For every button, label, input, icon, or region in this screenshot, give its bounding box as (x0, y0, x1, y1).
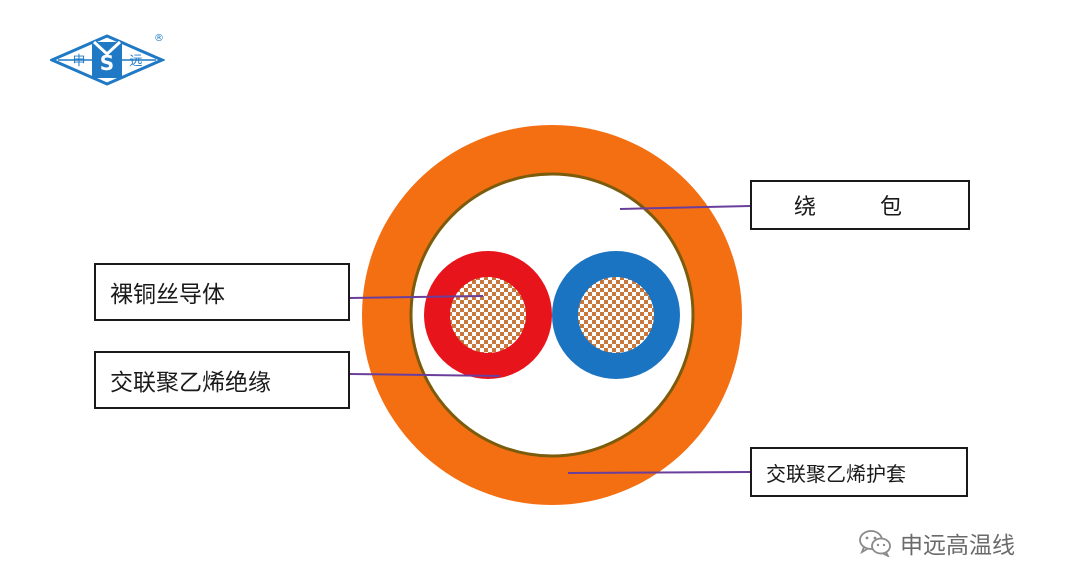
watermark: 申远高温线 (858, 526, 1015, 560)
label-wrap: 绕 包 (750, 180, 970, 230)
label-insulation: 交联聚乙烯绝缘 (94, 351, 350, 409)
leader-line-conductor (349, 295, 484, 299)
leader-line-sheath (567, 471, 751, 474)
leader-line-insulation (349, 373, 501, 377)
watermark-text: 申远高温线 (900, 533, 1015, 559)
label-conductor-text: 裸铜丝导体 (110, 282, 225, 308)
logo-center-block (92, 42, 122, 78)
wechat-icon (859, 530, 891, 557)
company-logo: S 申 远 ® (50, 33, 165, 86)
label-wrap-char-2: 包 (880, 195, 903, 220)
logo-registered-mark: ® (154, 33, 164, 44)
label-insulation-text: 交联聚乙烯绝缘 (110, 370, 271, 396)
logo-char-right: 远 (129, 54, 142, 69)
logo-char-left: 申 (72, 54, 85, 69)
label-conductor: 裸铜丝导体 (94, 263, 350, 321)
leader-line-wrap (619, 205, 751, 210)
label-sheath: 交联聚乙烯护套 (750, 447, 968, 497)
label-sheath-text: 交联聚乙烯护套 (766, 461, 906, 486)
conductor-left (450, 277, 526, 353)
logo-s-letter: S (100, 51, 114, 75)
label-wrap-char-1: 绕 (794, 195, 817, 220)
conductor-right (578, 277, 654, 353)
